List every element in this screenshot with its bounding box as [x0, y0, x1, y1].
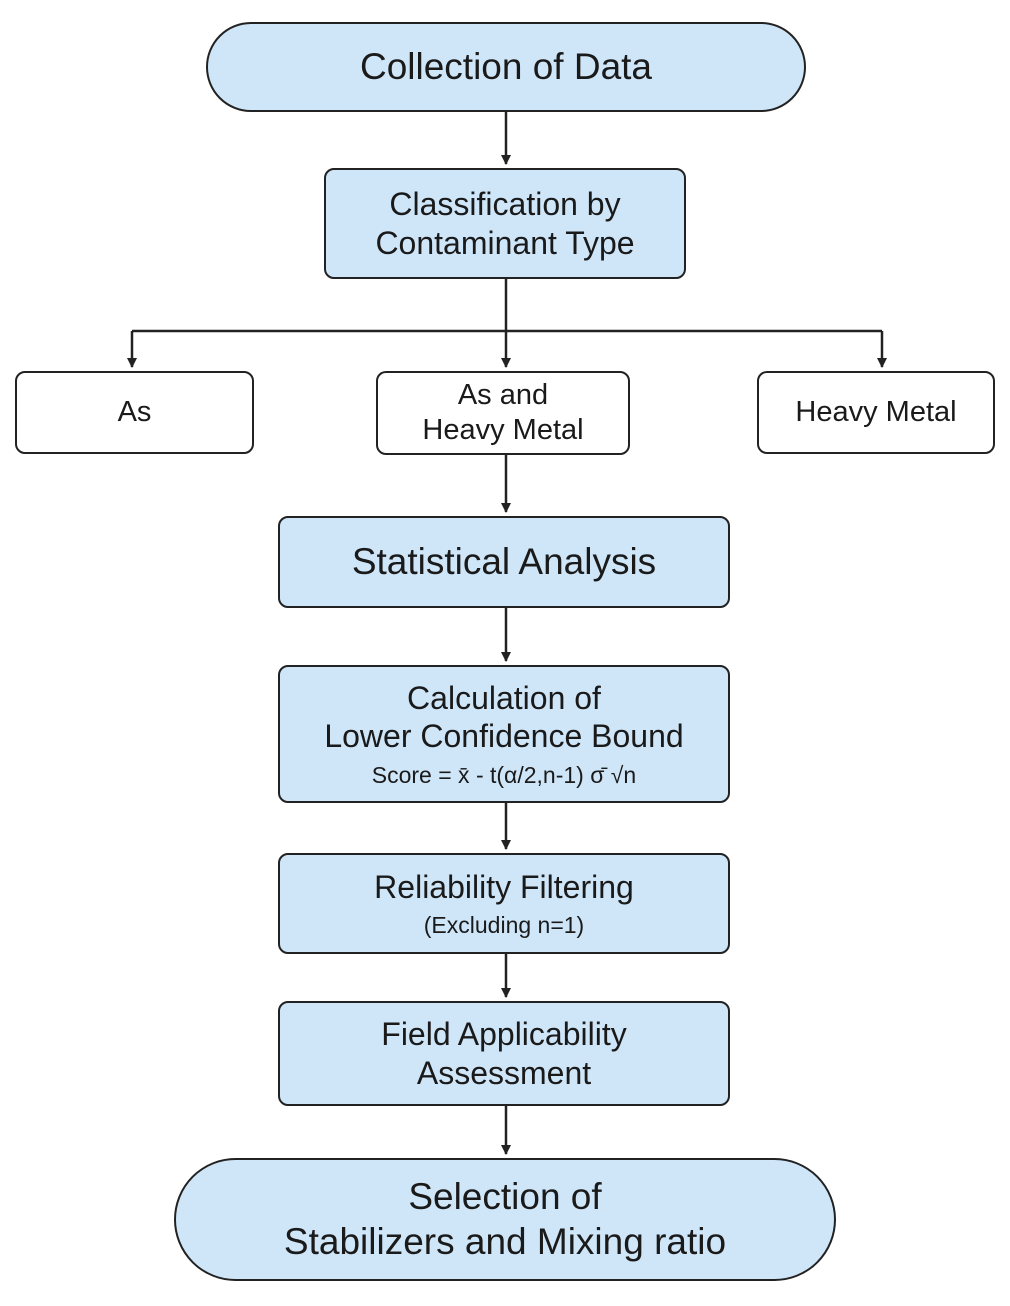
- lower-confidence-bound-label-line-1: Calculation of: [407, 679, 601, 716]
- statistical-analysis-label: Statistical Analysis: [351, 540, 657, 582]
- lower-confidence-bound-label-line-2: Lower Confidence Bound: [324, 718, 684, 755]
- field-applicability-label-line-1: Field Applicability: [381, 1016, 627, 1053]
- reliability-filtering-node: Reliability Filtering (Excluding n=1): [278, 853, 730, 954]
- classification-label-line-2: Contaminant Type: [375, 224, 635, 261]
- as-and-heavy-metal-label-line-1: As and: [457, 379, 549, 412]
- score-formula: Score = x̄ - t(α/2,n-1) σ̄ √n: [371, 761, 637, 788]
- heavy-metal-node: Heavy Metal: [757, 371, 995, 454]
- collection-of-data-label: Collection of Data: [359, 45, 653, 87]
- selection-of-stabilizers-node: Selection of Stabilizers and Mixing rati…: [174, 1158, 836, 1281]
- field-applicability-node: Field Applicability Assessment: [278, 1001, 730, 1106]
- lower-confidence-bound-node: Calculation of Lower Confidence Bound Sc…: [278, 665, 730, 803]
- reliability-filtering-note: (Excluding n=1): [423, 911, 585, 938]
- classification-label-line-1: Classification by: [389, 186, 621, 223]
- classification-node: Classification by Contaminant Type: [324, 168, 686, 279]
- as-and-heavy-metal-label-line-2: Heavy Metal: [422, 414, 584, 446]
- collection-of-data-node: Collection of Data: [206, 22, 806, 112]
- field-applicability-label-line-2: Assessment: [416, 1054, 592, 1091]
- as-and-heavy-metal-node: As and Heavy Metal: [376, 371, 630, 455]
- statistical-analysis-node: Statistical Analysis: [278, 516, 730, 608]
- selection-label-line-2: Stabilizers and Mixing ratio: [283, 1220, 727, 1262]
- reliability-filtering-label: Reliability Filtering: [374, 868, 634, 905]
- selection-label-line-1: Selection of: [408, 1176, 602, 1218]
- heavy-metal-label: Heavy Metal: [795, 396, 957, 429]
- as-node: As: [15, 371, 254, 454]
- as-label: As: [117, 396, 152, 429]
